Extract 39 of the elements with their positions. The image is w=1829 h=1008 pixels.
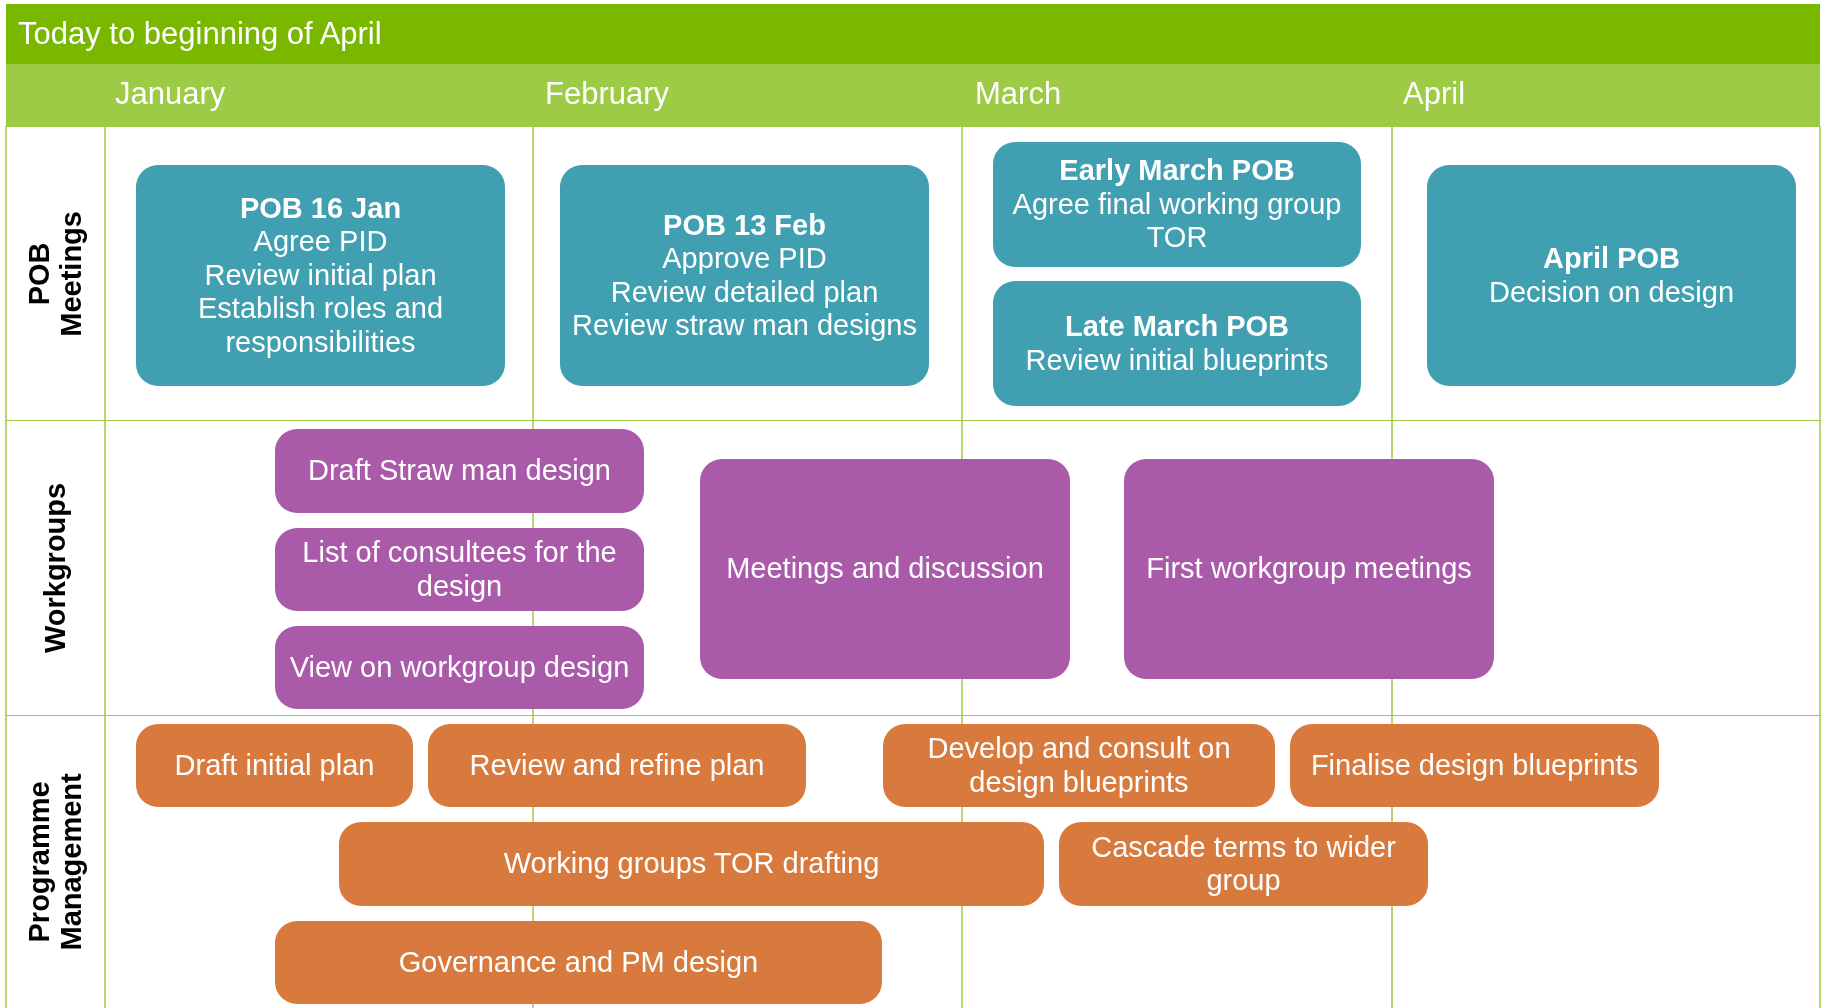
agenda-item: Review detailed plan: [610, 275, 879, 309]
month-label: March: [975, 76, 1062, 112]
row-header: Programme Management: [24, 773, 88, 951]
activity-box: Cascade terms to wider group: [1059, 822, 1428, 906]
activity-box: [993, 281, 1361, 406]
activity-box: [560, 165, 929, 386]
activity-box: Draft initial plan: [136, 724, 413, 807]
agenda-item: Agree PID: [253, 225, 388, 259]
month-label: February: [545, 76, 670, 112]
activity-box: Finalise design blueprints: [1290, 724, 1659, 807]
activity-box: List of consultees for the design: [275, 528, 644, 611]
meeting-title: POB 16 Jan: [239, 192, 402, 226]
meeting-title: Late March POB: [1065, 310, 1289, 344]
activity-box: Meetings and discussion: [700, 459, 1070, 679]
activity-box: [993, 142, 1361, 267]
meeting-title: Early March POB: [1059, 154, 1295, 188]
row-header: Workgroups: [40, 482, 72, 654]
agenda-item: Review initial plan: [204, 258, 437, 293]
activity-box: [136, 165, 505, 386]
activity-box: Develop and consult on design blueprints: [883, 724, 1275, 807]
agenda-item: Review initial blueprints: [1025, 343, 1329, 377]
meeting-title: POB 13 Feb: [663, 208, 826, 243]
activity-box: View on workgroup design: [275, 626, 644, 709]
meeting-title: April POB: [1543, 242, 1680, 276]
month-label: January: [115, 76, 226, 112]
agenda-item: Review straw man designs: [572, 308, 917, 343]
agenda-item: Approve PID: [662, 242, 827, 276]
activity-box: Governance and PM design: [275, 921, 882, 1004]
month-label: April: [1403, 76, 1465, 112]
activity-box: [1427, 165, 1796, 386]
agenda-item: Establish roles and responsibilities: [197, 292, 444, 359]
activity-box: Working groups TOR drafting: [339, 822, 1044, 906]
agenda-item: Decision on design: [1488, 275, 1734, 309]
agenda-item: Agree final working group TOR: [1011, 187, 1343, 255]
title-bar: Today to beginning of April: [6, 4, 1820, 64]
row-header: POB Meetings: [24, 210, 88, 337]
activity-box: First workgroup meetings: [1124, 459, 1494, 679]
activity-box: Draft Straw man design: [275, 429, 644, 513]
activity-box: Review and refine plan: [428, 724, 806, 807]
